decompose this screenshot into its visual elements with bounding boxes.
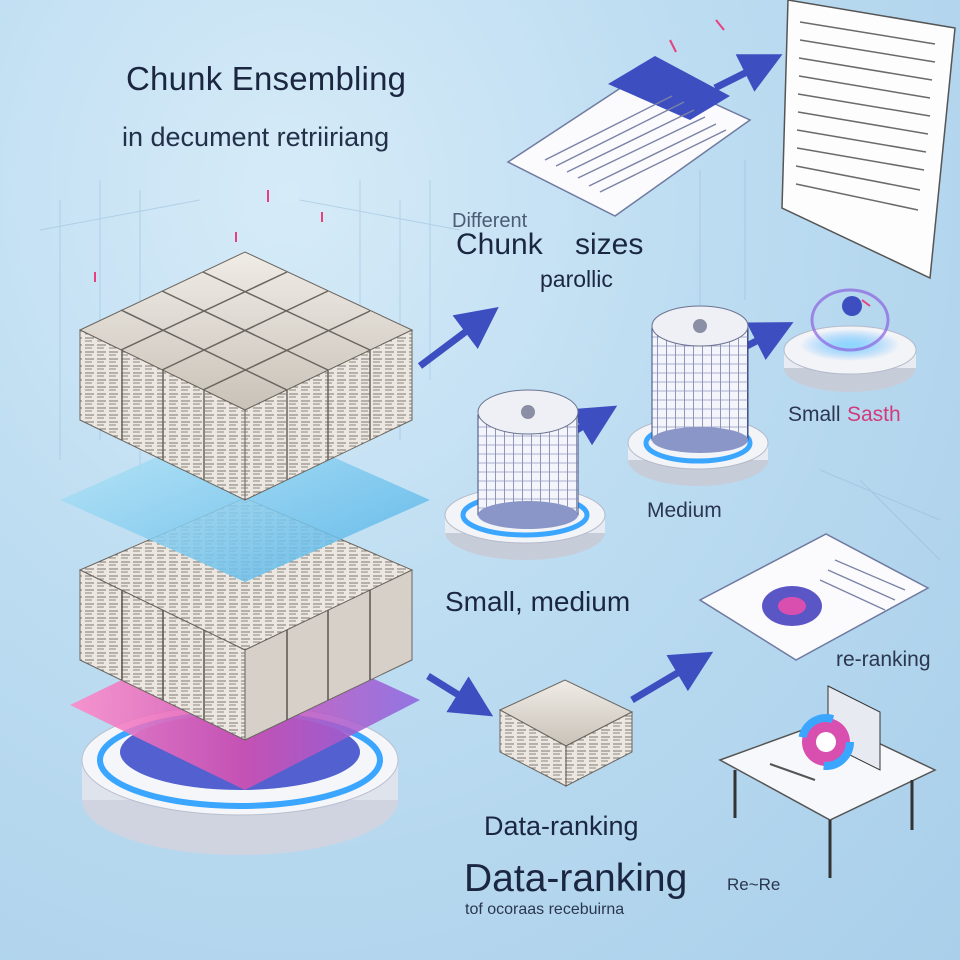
label-data-ranking-large: Data-ranking	[464, 857, 688, 900]
footer-caption: tof ocoraas recebuirna	[465, 901, 625, 918]
document-left	[506, 56, 752, 217]
label-small-medium: Small, medium	[445, 586, 631, 617]
cylinder-small-medium	[444, 389, 606, 560]
reranking-document	[698, 533, 930, 661]
label-re-ranking: re-ranking	[836, 648, 931, 671]
upper-cube-block	[78, 251, 414, 501]
table-with-monitor	[718, 685, 937, 878]
label-re-re: Re~Re	[727, 875, 781, 894]
label-data-ranking-small: Data-ranking	[484, 811, 639, 841]
cylinder-medium	[627, 305, 769, 486]
document-right	[781, 0, 956, 280]
background-grid	[39, 160, 941, 561]
page-title: Chunk Ensembling	[126, 60, 407, 97]
label-parallel: parollic	[540, 266, 613, 292]
small-platform	[783, 288, 917, 392]
page-subtitle: in decument retriiriang	[122, 122, 390, 152]
label-small-platform-tail: Sasth	[847, 403, 901, 426]
data-ranking-box	[498, 679, 634, 787]
label-small-platform: Small	[788, 403, 841, 426]
label-sizes: sizes	[575, 228, 644, 261]
label-different: Different	[452, 210, 528, 232]
annotation-marks	[94, 19, 871, 307]
label-medium-cylinder: Medium	[647, 499, 722, 522]
label-chunk: Chunk	[456, 228, 543, 261]
